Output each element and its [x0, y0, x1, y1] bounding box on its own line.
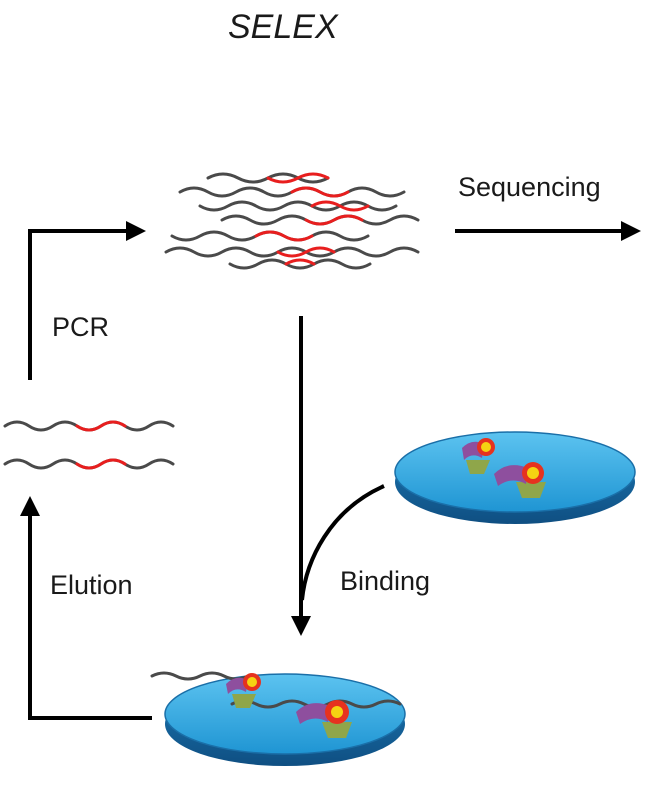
binding-curve: [300, 484, 385, 601]
bound-target-molecule: [296, 700, 352, 738]
binding-label: Binding: [340, 566, 430, 596]
elution-arrow: [20, 496, 152, 720]
target-disk: [394, 431, 636, 524]
bound-complex-disk: [150, 671, 406, 766]
pcr-arrow: [28, 221, 146, 380]
elution-label: Elution: [50, 570, 133, 600]
diagram-title: SELEX: [228, 8, 339, 46]
aptamer-library-pool: [164, 172, 420, 270]
sequencing-label: Sequencing: [458, 172, 601, 202]
pcr-label: PCR: [52, 312, 109, 342]
bound-target-molecule: [226, 673, 261, 708]
eluted-aptamers: [3, 420, 175, 470]
target-molecule: [494, 462, 546, 498]
target-molecule: [462, 438, 495, 474]
